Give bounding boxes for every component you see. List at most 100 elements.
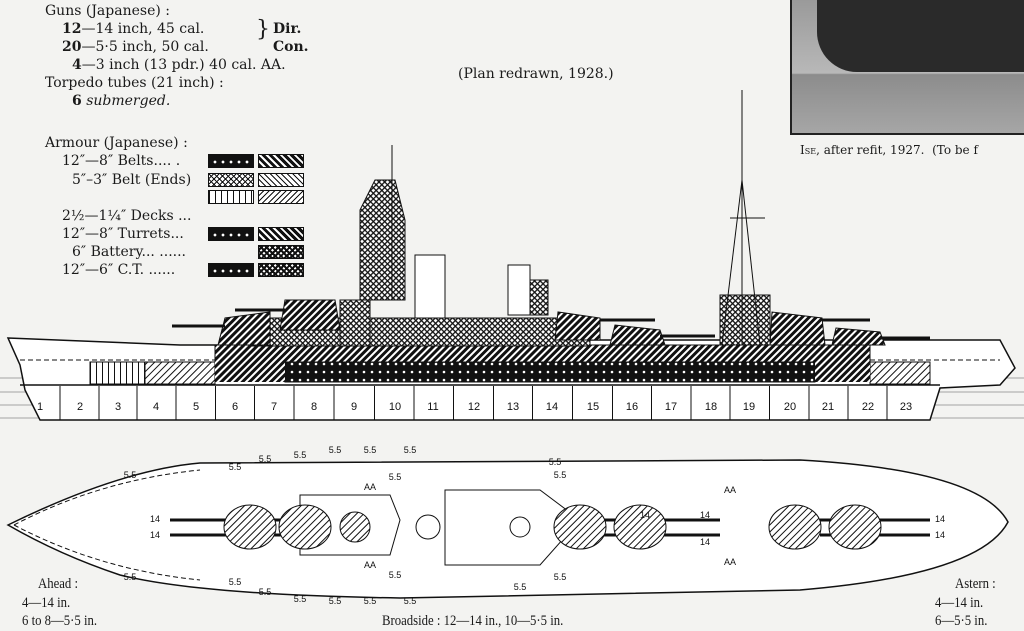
plan-note: (Plan redrawn, 1928.) xyxy=(458,66,614,82)
superstructure xyxy=(249,90,771,347)
compartment-number: 17 xyxy=(665,401,677,413)
plan-turret xyxy=(553,504,607,550)
compartment-number: 4 xyxy=(153,401,159,413)
broadside: Broadside : 12—14 in., 10—5·5 in. xyxy=(382,613,564,629)
photo-caption: Ise, after refit, 1927. (To be f xyxy=(800,143,978,157)
plan-gun-label: 5.5 xyxy=(364,596,377,606)
ahead-heading: Ahead : xyxy=(38,576,79,592)
compartment-number: 10 xyxy=(389,401,401,413)
swatch-dotted-black xyxy=(208,154,254,168)
plan-gun-label: 14 xyxy=(150,530,160,540)
plan-gun-label: 5.5 xyxy=(294,450,307,460)
astern-line-1: 4—14 in. xyxy=(935,595,984,611)
plan-gun-label: 14 xyxy=(935,530,945,540)
ahead-line-1: 4—14 in. xyxy=(22,595,71,611)
torpedo-heading: Torpedo tubes (21 inch) : xyxy=(45,75,224,91)
plan-turret xyxy=(223,504,277,550)
plan-gun-label: AA xyxy=(724,485,736,495)
swatch-battery xyxy=(258,245,304,259)
plan-gun-label: 14 xyxy=(150,514,160,524)
photo-ship-hull xyxy=(817,0,1024,72)
compartment-number: 18 xyxy=(705,401,717,413)
compartment-number: 6 xyxy=(232,401,238,413)
compartment-number: 12 xyxy=(468,401,480,413)
plan-gun-label: 5.5 xyxy=(294,594,307,604)
compartment-number: 19 xyxy=(743,401,755,413)
plan-gun-label: 5.5 xyxy=(259,587,272,597)
compartment-number: 21 xyxy=(822,401,834,413)
armour-belt-ends: 5″–3″ Belt (Ends) xyxy=(72,172,192,188)
guns-heading: Guns (Japanese) : xyxy=(45,3,170,19)
swatch-light-hatch xyxy=(258,173,304,187)
compartment-number: 7 xyxy=(271,401,277,413)
swatch-vertical xyxy=(208,190,254,204)
plan-turret xyxy=(613,504,667,550)
ahead-line-2: 6 to 8—5·5 in. xyxy=(22,613,98,629)
plan-gun-label: 5.5 xyxy=(554,572,567,582)
plan-gun-label: 5.5 xyxy=(404,445,417,455)
belt-ends-aft xyxy=(869,361,931,385)
plan-gun-label: 5.5 xyxy=(389,570,402,580)
con-label: Con. xyxy=(273,39,309,55)
plan-gun-label: 14 xyxy=(640,510,650,520)
plan-gun-label: 5.5 xyxy=(554,470,567,480)
turrets-profile xyxy=(172,299,930,346)
plan-turret xyxy=(768,504,822,550)
compartment-number: 3 xyxy=(115,401,121,413)
deck-plan-outline xyxy=(6,459,1009,599)
plan-gun-label: 5.5 xyxy=(549,457,562,467)
belt-ends-fore xyxy=(89,361,146,385)
compartment-number: 11 xyxy=(427,401,438,413)
compartment-number: 9 xyxy=(351,401,357,413)
swatch-ct-dotted xyxy=(208,263,254,277)
compartment-number: 1 xyxy=(37,401,43,413)
swatch-ct-cross xyxy=(258,263,304,277)
astern-line-2: 6—5·5 in. xyxy=(935,613,988,629)
plan-gun-label: 5.5 xyxy=(364,445,377,455)
armour-ct: 12″—6″ C.T. ...... xyxy=(62,262,176,278)
plan-gun-label: AA xyxy=(364,560,376,570)
gun-line-2: 20—5·5 inch, 50 cal. xyxy=(62,39,209,55)
armour-belts: 12″—8″ Belts.... . xyxy=(62,153,181,169)
plan-gun-label: 5.5 xyxy=(229,462,242,472)
plan-gun-label: 5.5 xyxy=(329,596,342,606)
dir-label: Dir. xyxy=(273,21,302,37)
compartment-number: 22 xyxy=(862,401,874,413)
plan-turret xyxy=(828,504,882,550)
compartment-number: 5 xyxy=(193,401,199,413)
armour-heading: Armour (Japanese) : xyxy=(45,135,188,151)
compartment-number: 8 xyxy=(311,401,317,413)
plan-gun-label: 5.5 xyxy=(259,454,272,464)
ship-photo xyxy=(790,0,1024,135)
brace: } xyxy=(256,17,270,42)
compartment-number: 16 xyxy=(626,401,638,413)
swatch-heavy-hatch xyxy=(258,154,304,168)
plan-gun-label: 5.5 xyxy=(389,472,402,482)
compartment-number: 13 xyxy=(507,401,519,413)
plan-gun-label: 5.5 xyxy=(124,572,137,582)
plan-gun-label: 5.5 xyxy=(329,445,342,455)
plan-gun-label: 5.5 xyxy=(124,470,137,480)
plan-gun-label: 5.5 xyxy=(514,582,527,592)
swatch-turret-hatch xyxy=(258,227,304,241)
upper-belt xyxy=(214,344,871,364)
swatch-crosshatch xyxy=(208,173,254,187)
armour-turrets: 12″—8″ Turrets... xyxy=(62,226,184,242)
compartment-number: 23 xyxy=(900,401,912,413)
astern-heading: Astern : xyxy=(955,576,996,592)
compartment-number: 2 xyxy=(77,401,83,413)
armour-battery: 6″ Battery... ...... xyxy=(72,244,187,260)
torpedo-line: 6 submerged. xyxy=(72,93,171,109)
plan-gun-label: 14 xyxy=(700,510,710,520)
plan-gun-label: 14 xyxy=(935,514,945,524)
compartment-number: 15 xyxy=(587,401,599,413)
compartment-number: 14 xyxy=(546,401,558,413)
plan-gun-label: 5.5 xyxy=(404,596,417,606)
swatch-back-hatch xyxy=(258,190,304,204)
plan-gun-label: 14 xyxy=(700,537,710,547)
plan-turret xyxy=(278,504,332,550)
compartment-number: 20 xyxy=(784,401,796,413)
plan-gun-label: AA xyxy=(724,557,736,567)
